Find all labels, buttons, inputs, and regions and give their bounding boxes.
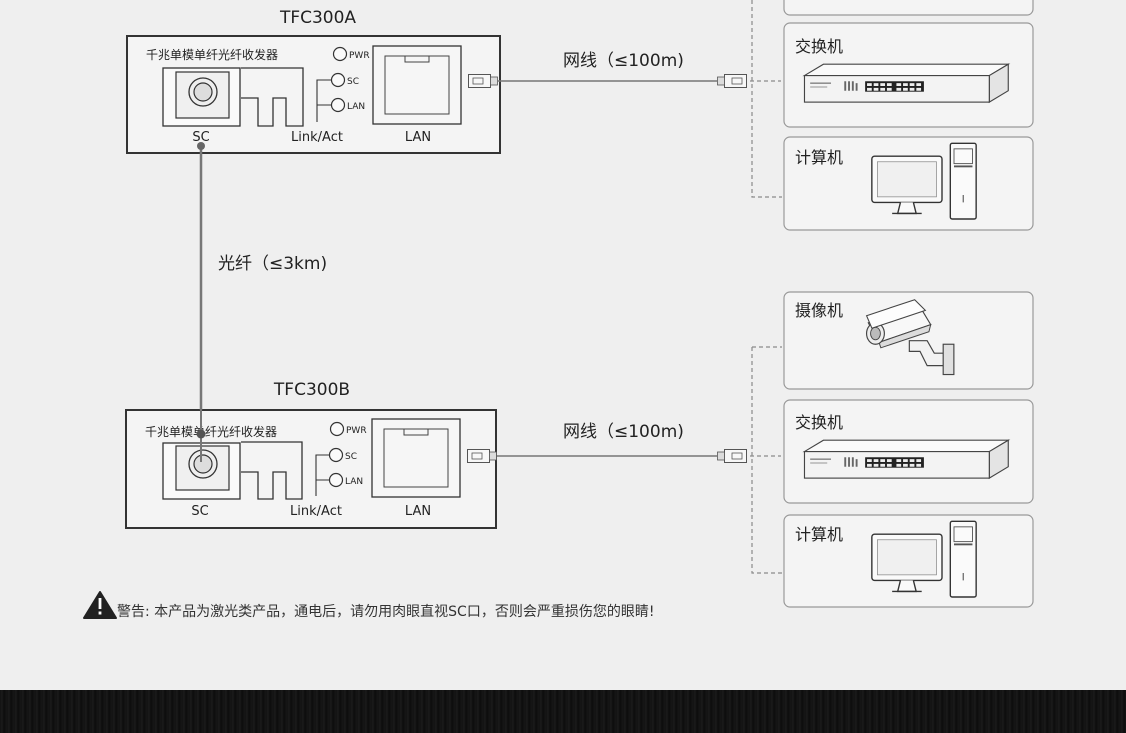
laser-warning: 警告: 本产品为激光类产品，通电后，请勿用肉眼直视SC口，否则会严重损伤您的眼睛…	[83, 591, 654, 620]
endpoint-switch-top: 交换机	[783, 22, 1034, 128]
connection-tree-top	[750, 0, 782, 198]
endpoint-camera: 摄像机	[783, 291, 1034, 390]
cable-length-label: 网线（≤100m)	[563, 422, 684, 442]
link-act-port	[241, 67, 304, 127]
pwr-led	[329, 421, 345, 437]
fiber-connector-top	[197, 142, 205, 150]
connection-tree-bottom	[750, 346, 782, 574]
led-label-lan: LAN	[347, 102, 365, 112]
status-leds: PWR SC LAN	[316, 46, 370, 122]
ethernet-link-bottom: 网线（≤100m)	[467, 422, 747, 463]
port-label-link-act: Link/Act	[291, 130, 343, 145]
cable-length-label: 网线（≤100m)	[563, 51, 684, 71]
ethernet-link-top: 网线（≤100m)	[468, 51, 747, 88]
warning-text: 警告: 本产品为激光类产品，通电后，请勿用肉眼直视SC口，否则会严重损伤您的眼睛…	[117, 603, 654, 620]
network-switch-icon	[803, 63, 1009, 103]
fiber-connector-bottom	[196, 429, 206, 439]
endpoint-computer-top: 计算机	[783, 136, 1034, 231]
panel-name-label: 千兆单模单纤光纤收发器	[146, 47, 278, 62]
endpoint-label: 交换机	[795, 413, 843, 432]
led-label-sc: SC	[345, 452, 357, 462]
device-tfc300a: TFC300A 千兆单模单纤光纤收发器 PWR SC LAN SC Link/A…	[126, 8, 501, 154]
status-leds: PWR SC LAN	[315, 421, 367, 496]
port-label-lan: LAN	[405, 504, 431, 519]
pwr-led	[332, 46, 348, 62]
warning-triangle-icon	[83, 591, 117, 619]
lan-port	[371, 418, 461, 498]
device-model-title: TFC300B	[273, 380, 350, 400]
link-act-port	[241, 441, 303, 500]
footer-dark-bar	[0, 690, 1126, 733]
port-label-sc: SC	[192, 130, 209, 145]
sc-port	[162, 67, 241, 127]
network-diagram: TFC300A 千兆单模单纤光纤收发器 PWR SC LAN SC Link/A…	[83, 0, 1034, 620]
led-label-pwr: PWR	[349, 51, 370, 61]
rj45-plug-icon	[717, 449, 747, 463]
sc-led	[328, 447, 344, 463]
endpoint-switch-bottom: 交换机	[783, 399, 1034, 504]
endpoint-label: 计算机	[795, 525, 843, 544]
port-label-link-act: Link/Act	[290, 504, 342, 519]
endpoint-computer-bottom: 计算机	[783, 514, 1034, 608]
device-model-title: TFC300A	[279, 8, 356, 28]
panel-name-label: 千兆单模单纤光纤收发器	[145, 424, 277, 439]
endpoint-label: 摄像机	[795, 301, 843, 320]
led-label-sc: SC	[347, 77, 359, 87]
device-tfc300b: TFC300B 千兆单模单纤光纤收发器 PWR SC LAN SC Link/A…	[125, 380, 497, 529]
network-switch-icon	[803, 439, 1009, 479]
fiber-link: 光纤（≤3km)	[196, 142, 327, 462]
lan-port	[372, 45, 462, 125]
endpoint-card	[783, 291, 1034, 390]
lan-led	[330, 97, 346, 113]
fiber-length-label: 光纤（≤3km)	[218, 254, 327, 274]
endpoint-partial-card	[783, 0, 1034, 16]
rj45-plug-icon	[717, 74, 747, 88]
endpoint-label: 交换机	[795, 37, 843, 56]
lan-led	[328, 472, 344, 488]
led-label-pwr: PWR	[346, 426, 367, 436]
endpoint-label: 计算机	[795, 148, 843, 167]
led-label-lan: LAN	[345, 477, 363, 487]
sc-led	[330, 72, 346, 88]
port-label-sc: SC	[191, 504, 208, 519]
port-label-lan: LAN	[405, 130, 431, 145]
